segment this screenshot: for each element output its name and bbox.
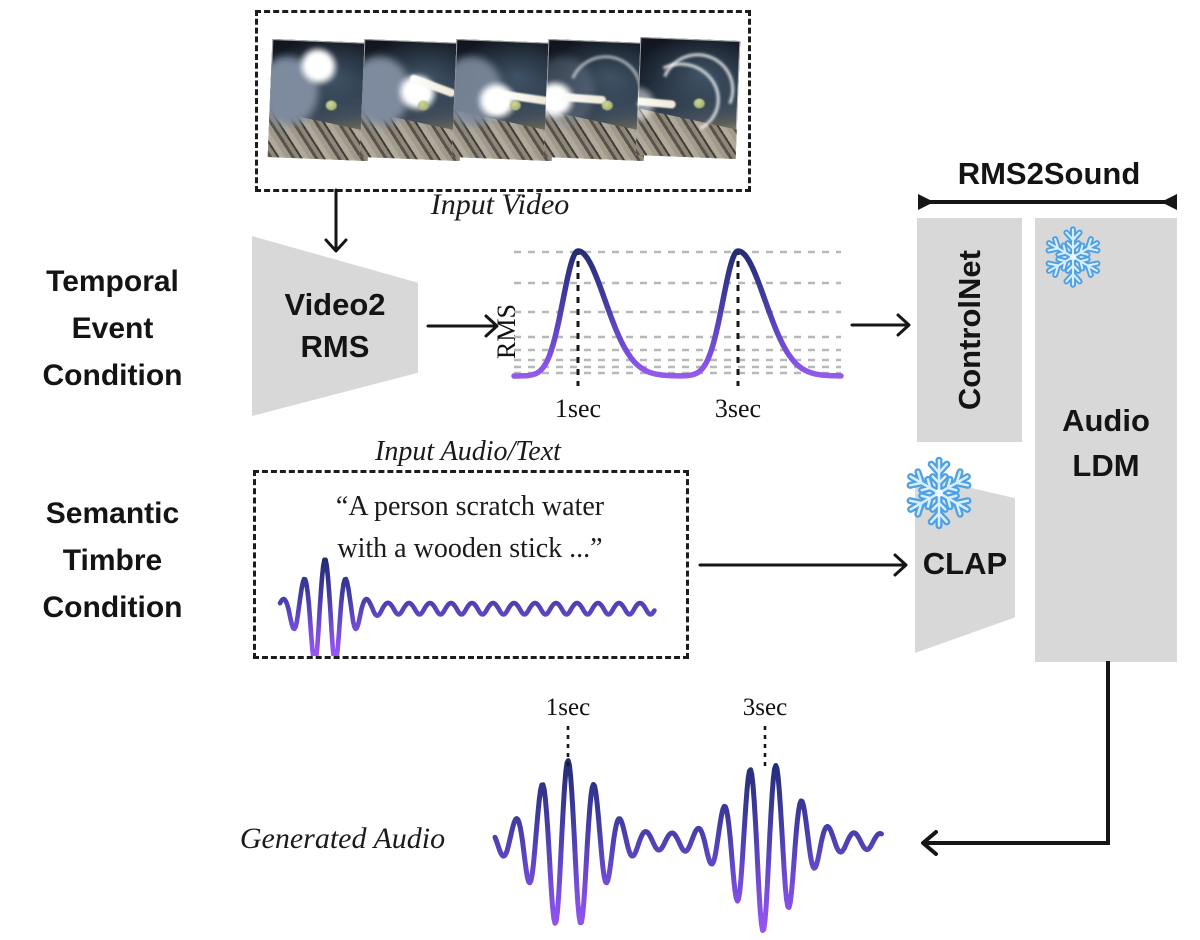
controlnet-label: ControlNet [951, 249, 987, 411]
semantic-line-3: Condition [42, 591, 183, 624]
text-prompt-line-2: with a wooden stick ...” [337, 533, 603, 564]
rms-curve-plot [511, 248, 844, 386]
arrow-video-to-video2rms [324, 188, 348, 253]
temporal-line-3: Condition [42, 359, 183, 392]
audio-ldm-line-2: LDM [1072, 448, 1140, 483]
generated-tick-3sec: 3sec [742, 694, 788, 721]
arrow-video2rms-to-plot [426, 314, 499, 338]
semantic-line-1: Semantic [45, 497, 180, 530]
video-frame-5 [635, 37, 741, 159]
generated-audio-waveform [492, 758, 884, 933]
temporal-line-1: Temporal [46, 265, 179, 298]
rms-tick-3sec: 3sec [714, 394, 762, 423]
rms-curve [511, 248, 844, 379]
text-prompt-line-1: “A person scratch water [335, 491, 605, 522]
video-frame-1 [267, 39, 373, 161]
input-video-label: Input Video [430, 188, 570, 221]
snowflake-icon [900, 454, 978, 532]
semantic-timbre-condition-label: Semantic Timbre Condition [5, 490, 220, 631]
generated-audio-label: Generated Audio [239, 822, 446, 855]
arrow-ldm-to-generated [921, 661, 1110, 856]
rms2sound-span-line [918, 194, 1177, 210]
text-prompt: “A person scratch water with a wooden st… [263, 486, 677, 570]
arrow-plot-to-controlnet [850, 313, 911, 337]
rms2sound-title: RMS2Sound [957, 156, 1141, 191]
snowflake-icon [1040, 224, 1106, 290]
semantic-line-2: Timbre [62, 544, 163, 577]
input-audio-label: Input Audio/Text [375, 436, 561, 467]
video-frame-2 [359, 39, 465, 161]
input-video-box [255, 10, 751, 192]
temporal-event-condition-label: Temporal Event Condition [5, 258, 220, 399]
controlnet-block: ControlNet [917, 218, 1022, 442]
video2rms-line-2: RMS [300, 329, 370, 364]
temporal-line-2: Event [71, 312, 154, 345]
rms-tick-1sec: 1sec [554, 394, 602, 423]
arrow-input-to-clap [698, 553, 908, 577]
clap-label: CLAP [922, 546, 1008, 581]
rms-peak-markers [576, 249, 740, 386]
video-frame-3 [451, 39, 557, 161]
generated-tick-1sec: 1sec [545, 694, 591, 721]
video-frame-4 [543, 39, 649, 161]
video-frames [258, 13, 748, 189]
audio-ldm-line-1: Audio [1062, 403, 1150, 438]
video2rms-line-1: Video2 [284, 287, 386, 322]
audio-ldm-block: Audio LDM [1035, 218, 1177, 662]
video2rms-block: Video2 RMS [252, 236, 418, 416]
input-audio-waveform [277, 557, 657, 656]
